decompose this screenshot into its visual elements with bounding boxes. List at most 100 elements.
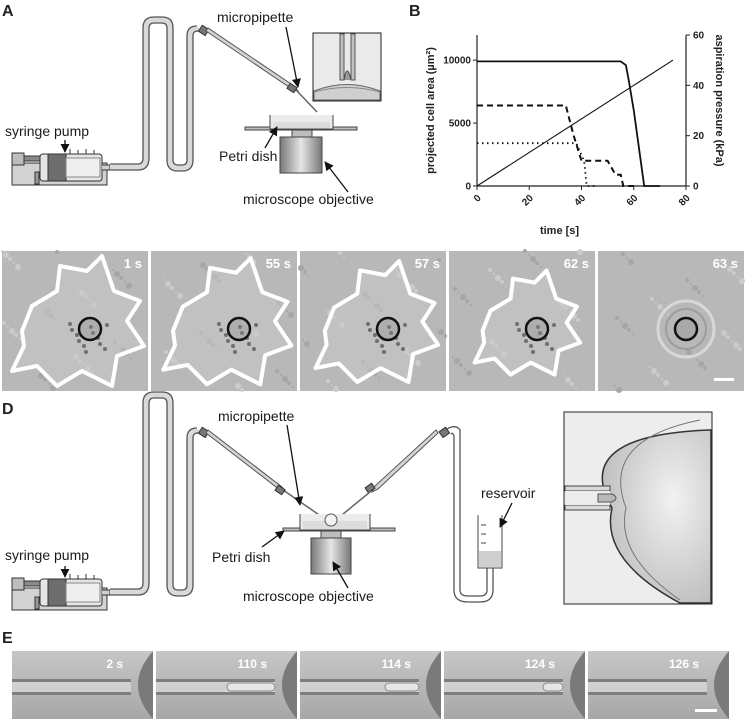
pipette-lumen (12, 682, 131, 692)
x-axis-label: time [s] (540, 225, 579, 237)
frame-time-label: 62 s (564, 256, 589, 271)
texture-spot (726, 335, 730, 339)
texture-spot (15, 264, 21, 270)
texture-spot (282, 376, 288, 382)
texture-spot (8, 257, 12, 261)
cell-granule (240, 331, 244, 335)
cell-granule (84, 350, 88, 354)
texture-spot (443, 334, 447, 338)
texture-spot (7, 326, 9, 328)
texture-spot (495, 275, 501, 281)
frame-time-label: 2 s (106, 657, 123, 671)
pipette-wall-bottom (156, 692, 275, 695)
cell-granule (515, 322, 519, 326)
cell-granule (226, 339, 230, 343)
cell-granule (524, 339, 528, 343)
detached-cell-ring (656, 299, 716, 359)
texture-spot (626, 257, 628, 259)
x-tick-label: 20 (520, 193, 536, 209)
texture-spot (43, 378, 47, 382)
cell-granule (389, 331, 393, 335)
cell-granule (89, 325, 93, 329)
cell-granule (545, 342, 549, 346)
cell-granule (382, 350, 386, 354)
y-right-tick-label: 20 (693, 131, 705, 142)
texture-spot (697, 290, 701, 294)
detached-cell-ring (665, 308, 707, 350)
pipette-tip-circle (375, 316, 401, 342)
texture-spot (275, 369, 279, 373)
texture-spot (577, 249, 583, 255)
texture-spot (126, 283, 132, 289)
texture-spot (576, 318, 580, 322)
cell-granule (91, 331, 95, 335)
cell-granule (217, 322, 221, 326)
texture-spot (615, 316, 619, 320)
syringe-pump-d (11, 574, 111, 611)
frame-time-label: 1 s (124, 256, 142, 271)
pipette-wall-top (588, 679, 707, 682)
texture-spot (505, 285, 507, 287)
cell-granule (77, 339, 81, 343)
cell-granule (103, 347, 107, 351)
label-microscope-objective-a: microscope objective (243, 191, 374, 207)
texture-spot (732, 271, 736, 275)
texture-spot (437, 258, 441, 262)
texture-spot (453, 287, 457, 291)
cell-granule (403, 323, 407, 327)
texture-spot (663, 380, 669, 386)
texture-spot (575, 387, 577, 389)
texture-spot (500, 280, 504, 284)
cell-granule (238, 325, 242, 329)
texture-spot (530, 256, 536, 262)
cell-granule (368, 328, 372, 332)
texture-spot (655, 302, 657, 304)
texture-spot (2, 321, 6, 325)
cell-granule (252, 347, 256, 351)
y-right-tick-label: 40 (693, 81, 705, 92)
cell-granule (401, 347, 405, 351)
cell-outline (313, 259, 441, 384)
micrograph-frame: 57 s (298, 251, 447, 392)
cell-granule (224, 333, 228, 337)
texture-spot (286, 310, 288, 312)
texture-spot (464, 368, 466, 370)
cell-granule (517, 328, 521, 332)
cell-granule (68, 322, 72, 326)
pipette-lumen (300, 682, 419, 692)
texture-spot (565, 377, 571, 383)
texture-spot (570, 382, 574, 386)
frame-time-label: 124 s (525, 657, 555, 671)
texture-spot (55, 250, 59, 254)
texture-spot (325, 308, 327, 310)
cell-granule (231, 344, 235, 348)
texture-spot (200, 262, 206, 268)
bubble-edge (714, 651, 729, 719)
label-microscope-objective-d: microscope objective (243, 588, 374, 604)
cell-granule (538, 331, 542, 335)
texture-spot (535, 261, 539, 265)
texture-spot (112, 269, 114, 271)
texture-spot (245, 253, 247, 255)
cell-granule (373, 333, 377, 337)
texture-spot (415, 360, 421, 366)
texture-spot (661, 378, 663, 380)
micrograph-frame: 55 s (151, 251, 297, 392)
pipette-wall-bottom (444, 692, 563, 695)
cell-granule (70, 328, 74, 332)
cell-granule (105, 323, 109, 327)
pipette-wall-top (12, 679, 131, 682)
texture-spot (124, 281, 126, 283)
texture-spot (163, 279, 165, 281)
label-petri-dish-a: Petri dish (219, 148, 277, 164)
cell-granule (82, 344, 86, 348)
texture-spot (703, 366, 707, 370)
texture-spot (48, 383, 50, 385)
scale-bar (714, 378, 734, 381)
pipette-frame: 124 s (444, 651, 585, 719)
texture-spot (119, 276, 123, 280)
texture-spot (523, 249, 527, 253)
texture-spot (170, 286, 174, 290)
frame-time-label: 110 s (238, 657, 268, 671)
